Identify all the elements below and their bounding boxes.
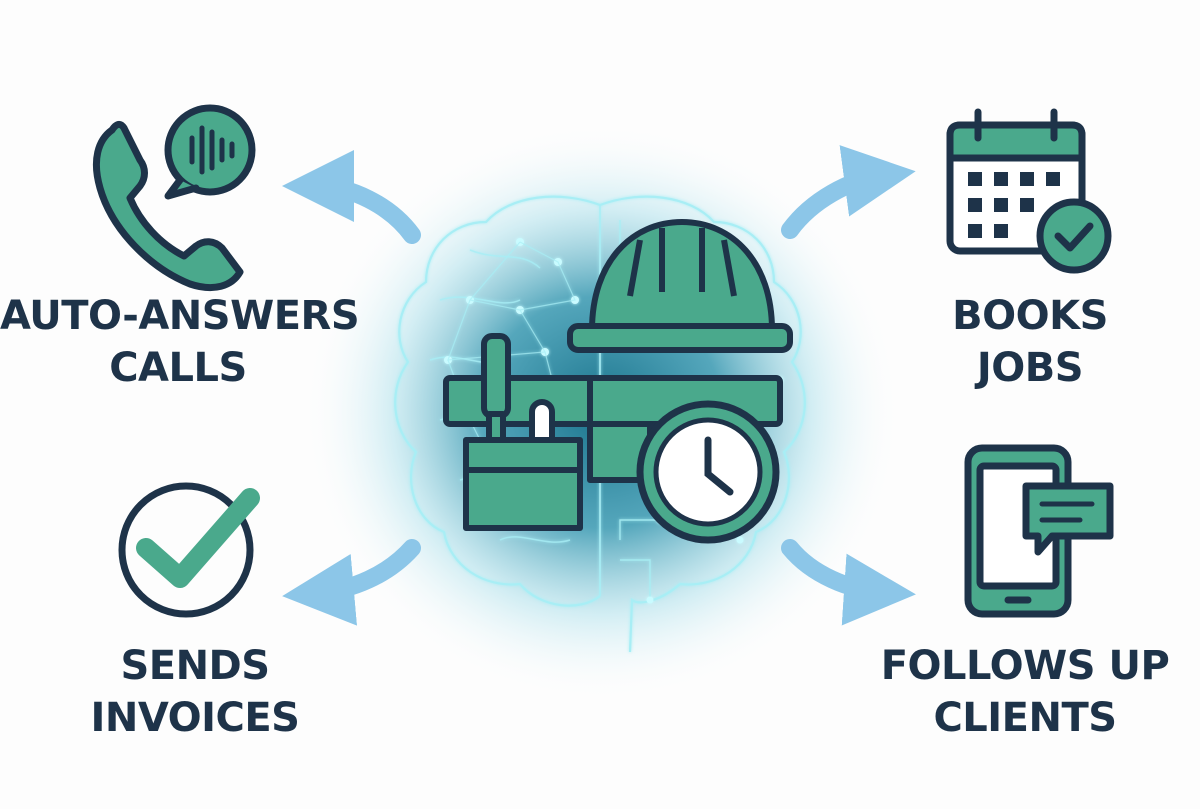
tool-belt-icon bbox=[443, 333, 783, 531]
label-auto-answers-calls: AUTO-ANSWERS CALLS bbox=[0, 290, 360, 394]
label-line: FOLLOWS UP bbox=[880, 643, 1170, 689]
label-sends-invoices: SENDS INVOICES bbox=[90, 640, 301, 744]
label-line: BOOKS bbox=[952, 293, 1108, 339]
label-line: INVOICES bbox=[90, 695, 301, 741]
phone-voice-icon bbox=[92, 104, 256, 291]
arrow-to-invoices bbox=[282, 539, 421, 626]
smartphone-message-icon bbox=[964, 444, 1114, 618]
label-line: SENDS bbox=[120, 643, 270, 689]
arrow-to-calls bbox=[282, 150, 421, 244]
label-line: AUTO-ANSWERS bbox=[0, 293, 360, 339]
label-line: CLIENTS bbox=[933, 695, 1117, 741]
checkmark-circle-icon bbox=[118, 482, 260, 618]
label-books-jobs: BOOKS JOBS bbox=[930, 290, 1130, 394]
arrows bbox=[282, 145, 916, 626]
label-follows-up-clients: FOLLOWS UP CLIENTS bbox=[880, 640, 1170, 744]
clock-icon bbox=[636, 400, 780, 544]
arrow-to-jobs bbox=[781, 145, 916, 239]
hard-hat-icon bbox=[567, 219, 793, 353]
label-line: JOBS bbox=[976, 345, 1084, 391]
label-line: CALLS bbox=[109, 345, 247, 391]
arrow-to-clients bbox=[781, 539, 916, 626]
calendar-check-icon bbox=[946, 108, 1112, 274]
